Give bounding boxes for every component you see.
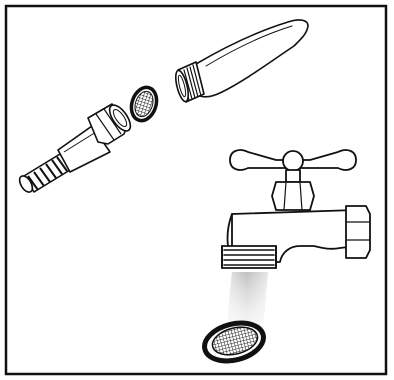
installation-diagram <box>0 0 394 380</box>
diagram-canvas <box>0 0 394 380</box>
